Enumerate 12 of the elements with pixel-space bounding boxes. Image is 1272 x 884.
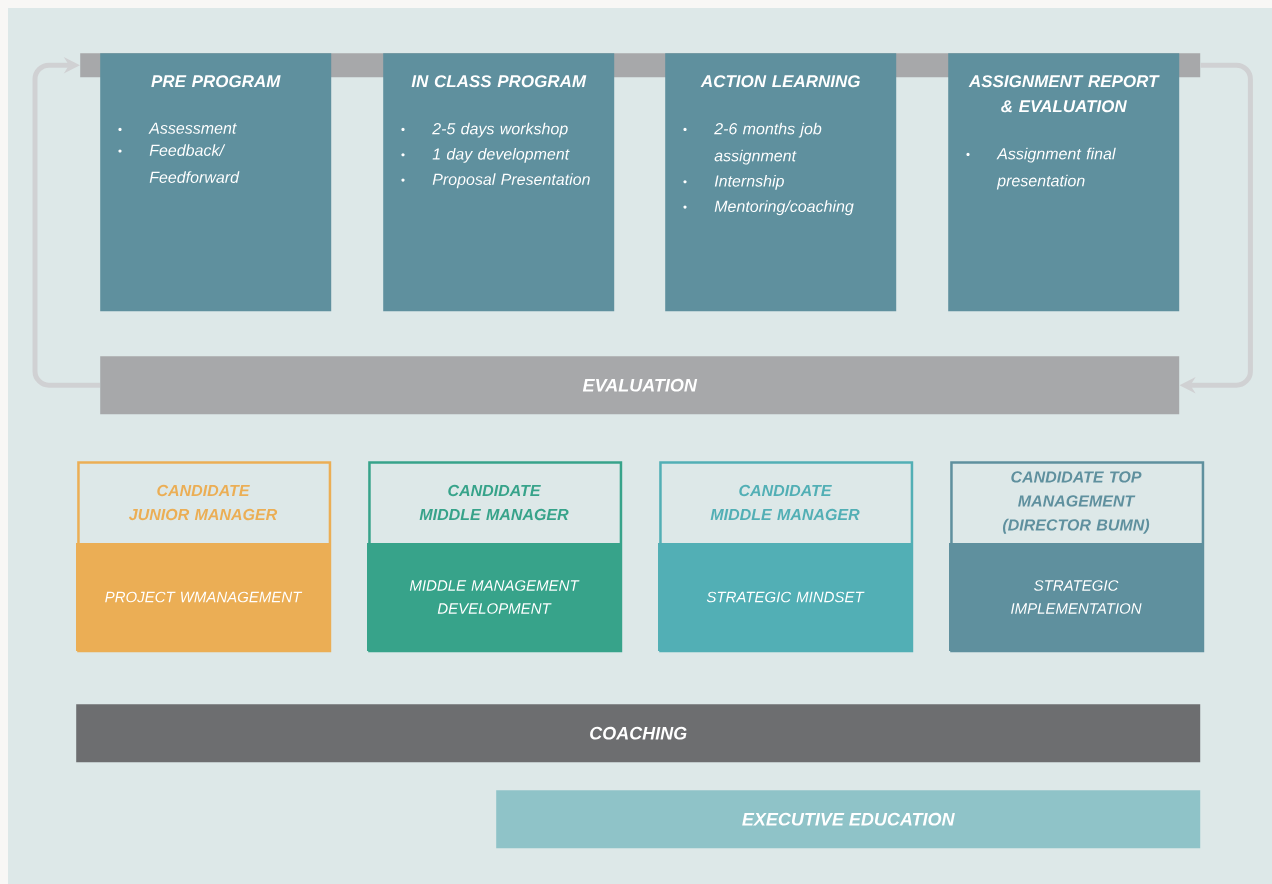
program-box: ASSIGNMENT REPORT & EVALUATION Assignment final presentation — [948, 53, 1180, 312]
level-card: CANDIDATE MIDDLE MANAGER MIDDLE MANAGEMENT DEVELOPMENT — [367, 461, 623, 653]
level-card: CANDIDATE TOP MANAGEMENT (DIRECTOR BUMN) STRATEGIC IMPLEMENTATION — [949, 461, 1205, 653]
level-card: CANDIDATE MIDDLE MANAGER STRATEGIC MINDSET — [658, 461, 914, 653]
education-bar: EXECUTIVE EDUCATION — [496, 790, 1201, 849]
program-box: IN CLASS PROGRAM 2-5 days workshop 1 day development Proposal Presentation — [383, 53, 615, 312]
loop-arrow — [32, 57, 100, 388]
level-card: CANDIDATE JUNIOR MANAGER PROJECT WMANAGEMENT — [76, 461, 332, 653]
program-box: ACTION LEARNING 2-6 months job assignment Internship Mentoring/coaching — [665, 53, 897, 312]
coaching-bar: COACHING — [76, 704, 1201, 763]
program-box: PRE PROGRAM Assessment Feedback/ Feedforward — [100, 53, 332, 312]
evaluation-bar: EVALUATION — [100, 356, 1180, 415]
